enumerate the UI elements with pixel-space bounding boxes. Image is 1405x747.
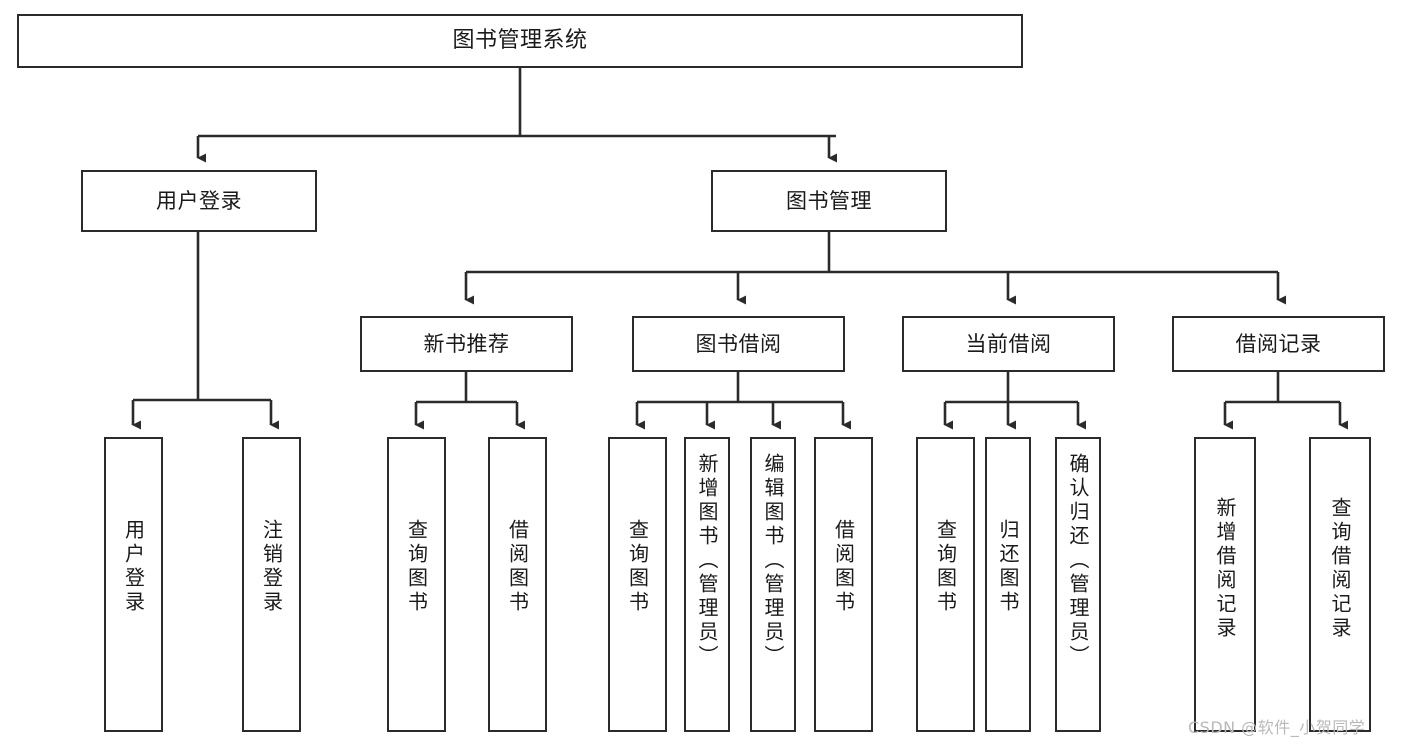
node-borrow-record[interactable]: 借阅记录: [1172, 316, 1385, 372]
node-user-login-label: 用户登录: [156, 188, 242, 213]
node-leaf-logout-login-label: 注销登录: [259, 519, 284, 615]
node-leaf-user-login[interactable]: 用户登录: [104, 437, 163, 732]
node-root-label: 图书管理系统: [452, 28, 588, 54]
node-leaf-logout-login[interactable]: 注销登录: [242, 437, 301, 732]
node-leaf-borrow-book-2[interactable]: 借阅图书: [814, 437, 873, 732]
node-leaf-add-book-label: 新增图书（管理员）: [695, 453, 719, 669]
node-leaf-user-login-label: 用户登录: [121, 519, 146, 615]
node-leaf-query-book-2-label: 查询图书: [625, 519, 650, 615]
node-leaf-query-book-1[interactable]: 查询图书: [387, 437, 446, 732]
node-leaf-edit-book-label: 编辑图书（管理员）: [761, 453, 785, 669]
watermark-text: CSDN @软件_小贺同学: [1188, 718, 1366, 737]
node-leaf-add-record[interactable]: 新增借阅记录: [1194, 437, 1256, 732]
node-root[interactable]: 图书管理系统: [17, 14, 1023, 68]
node-leaf-query-book-2[interactable]: 查询图书: [608, 437, 667, 732]
node-leaf-return-book[interactable]: 归还图书: [985, 437, 1031, 732]
node-leaf-query-book-1-label: 查询图书: [404, 519, 429, 615]
node-leaf-confirm-return[interactable]: 确认归还（管理员）: [1055, 437, 1101, 732]
node-leaf-borrow-book-1[interactable]: 借阅图书: [488, 437, 547, 732]
node-leaf-query-book-3[interactable]: 查询图书: [916, 437, 975, 732]
node-book-manage[interactable]: 图书管理: [711, 170, 947, 232]
node-leaf-return-book-label: 归还图书: [996, 519, 1020, 615]
node-leaf-borrow-book-1-label: 借阅图书: [505, 519, 530, 615]
node-user-login[interactable]: 用户登录: [81, 170, 317, 232]
node-book-borrow-label: 图书借阅: [695, 331, 782, 356]
node-borrow-record-label: 借阅记录: [1235, 331, 1322, 356]
node-leaf-borrow-book-2-label: 借阅图书: [831, 519, 856, 615]
node-current-borrow-label: 当前借阅: [965, 331, 1052, 356]
node-book-borrow[interactable]: 图书借阅: [632, 316, 845, 372]
node-leaf-query-record-label: 查询借阅记录: [1328, 497, 1352, 641]
node-leaf-confirm-return-label: 确认归还（管理员）: [1066, 453, 1090, 669]
node-leaf-query-record[interactable]: 查询借阅记录: [1309, 437, 1371, 732]
node-new-book-recommend-label: 新书推荐: [423, 331, 510, 356]
node-leaf-add-record-label: 新增借阅记录: [1213, 497, 1237, 641]
node-new-book-recommend[interactable]: 新书推荐: [360, 316, 573, 372]
node-leaf-query-book-3-label: 查询图书: [933, 519, 958, 615]
node-leaf-add-book[interactable]: 新增图书（管理员）: [684, 437, 730, 732]
node-current-borrow[interactable]: 当前借阅: [902, 316, 1115, 372]
node-book-manage-label: 图书管理: [786, 188, 872, 213]
node-leaf-edit-book[interactable]: 编辑图书（管理员）: [750, 437, 796, 732]
